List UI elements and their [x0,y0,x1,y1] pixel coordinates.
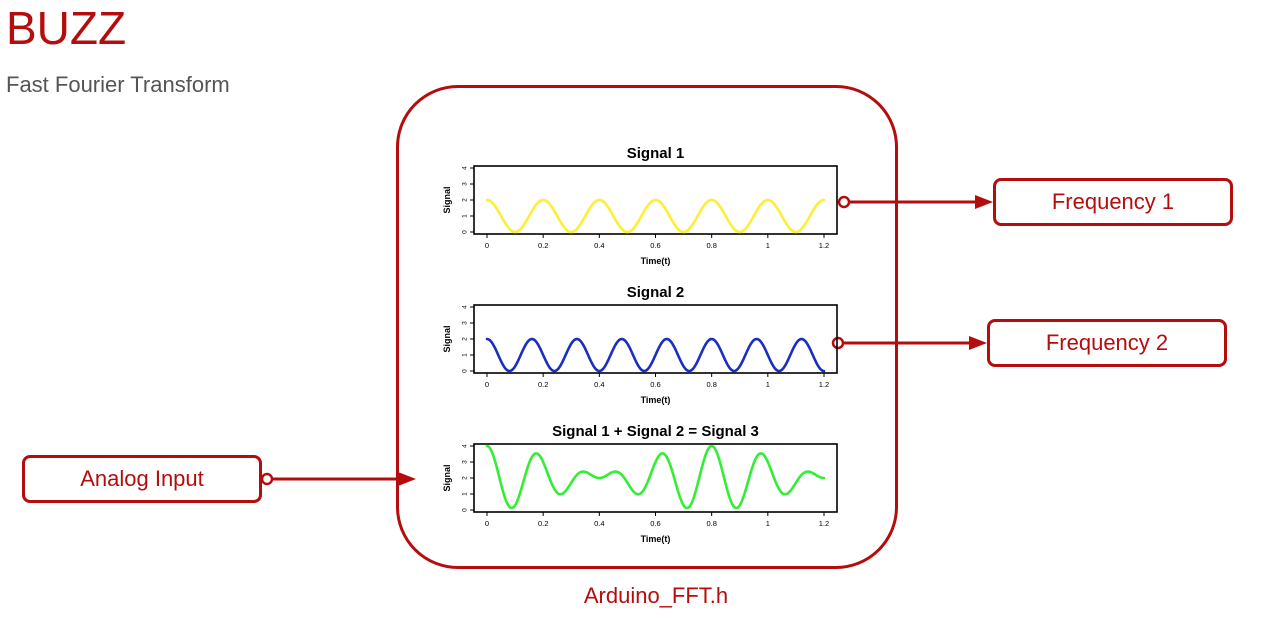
arrowhead-icon [398,472,416,486]
x-tick-label: 0.2 [538,380,548,389]
page-title: BUZZ [6,2,127,54]
connector-signal-2-to-frequency-2 [831,336,987,350]
chart-title: Signal 2 [627,284,685,301]
y-axis-label: Signal [442,464,452,491]
y-tick-label: 2 [462,198,469,202]
x-tick-label: 0 [485,241,489,250]
connector-analog-input-to-module [260,472,416,486]
plot-frame [473,443,838,513]
frequency-2-box: Frequency 2 [987,319,1227,367]
chart-3: Signal 1 + Signal 2 = Signal 3 0 0.2 0.4 0.6… [442,423,838,544]
chart-title: Signal 1 [627,145,685,162]
chart-title: Signal 1 + Signal 2 = Signal 3 [552,423,759,440]
y-tick-label: 1 [462,353,469,357]
y-axis-label: Signal [442,186,452,213]
connector-port-icon [837,195,851,209]
y-tick-label: 0 [462,230,469,234]
x-tick-label: 1 [766,380,770,389]
y-tick-label: 0 [462,508,469,512]
analog-input-box: Analog Input [22,455,262,503]
x-tick-label: 1 [766,241,770,250]
x-tick-label: 0.2 [538,519,548,528]
module-caption: Arduino_FFT.h [583,583,729,608]
x-tick-label: 0.4 [594,380,604,389]
series-line-1 [485,337,826,373]
arrowhead-icon [969,336,987,350]
x-tick-label: 0.2 [538,241,548,250]
y-tick-label: 4 [462,166,469,170]
fft-module-frame [396,85,898,569]
x-axis-label: Time(t) [641,256,671,266]
y-axis-label: Signal [442,325,452,352]
y-tick-label: 1 [462,492,469,496]
x-tick-label: 1.2 [819,241,829,250]
arrowhead-icon [975,195,993,209]
page-subtitle: Fast Fourier Transform [6,72,230,97]
x-tick-label: 1 [766,519,770,528]
x-tick-label: 0.8 [706,241,716,250]
y-tick-label: 2 [462,476,469,480]
connector-signal-1-to-frequency-1 [837,195,993,209]
x-tick-label: 1.2 [819,519,829,528]
y-tick-label: 1 [462,214,469,218]
x-axis-label: Time(t) [641,395,671,405]
x-tick-label: 0.6 [650,241,660,250]
x-tick-label: 0.8 [706,380,716,389]
y-tick-label: 3 [462,182,469,186]
x-tick-label: 0 [485,519,489,528]
x-tick-label: 1.2 [819,380,829,389]
series-line-1 [485,198,826,234]
y-tick-label: 4 [462,444,469,448]
series-line-1 [485,444,826,510]
x-tick-label: 0 [485,380,489,389]
x-tick-label: 0.6 [650,380,660,389]
y-tick-label: 3 [462,321,469,325]
x-tick-label: 0.4 [594,519,604,528]
y-tick-label: 4 [462,305,469,309]
connector-port-icon [831,336,845,350]
frequency-1-box: Frequency 1 [993,178,1233,226]
x-tick-label: 0.4 [594,241,604,250]
y-tick-label: 3 [462,460,469,464]
y-tick-label: 0 [462,369,469,373]
x-tick-label: 0.6 [650,519,660,528]
plot-frame [473,304,838,374]
connector-port-icon [260,472,274,486]
x-tick-label: 0.8 [706,519,716,528]
y-tick-label: 2 [462,337,469,341]
x-axis-label: Time(t) [641,534,671,544]
